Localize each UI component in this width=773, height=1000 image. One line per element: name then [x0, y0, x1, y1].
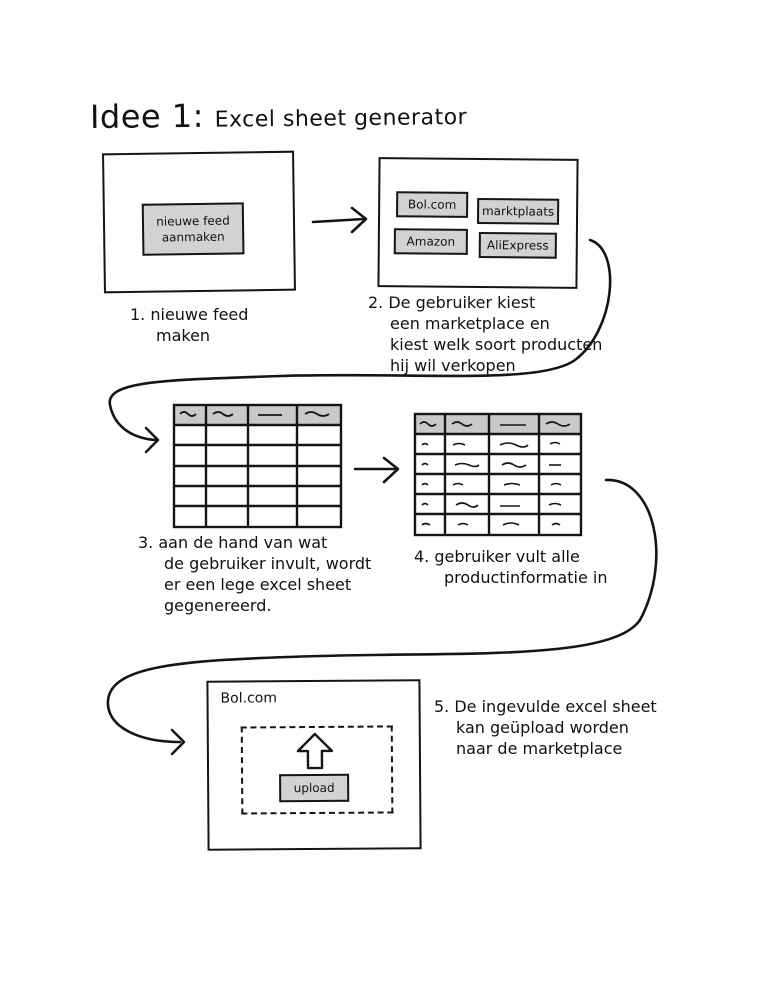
step4-caption-line2: productinformatie in: [444, 568, 608, 587]
arrowhead-step3-icon: [144, 426, 160, 454]
connector-step4-to-step5: [106, 478, 658, 744]
step2-caption: 2. De gebruiker kiest een marketplace en…: [368, 292, 602, 376]
step2-caption-line1: 2. De gebruiker kiest: [368, 293, 536, 312]
step5-screen: Bol.com upload: [206, 679, 422, 851]
empty-sheet: [172, 403, 343, 529]
step3-caption-line1: 3. aan de hand van wat: [138, 533, 328, 552]
step3-caption-line3: er een lege excel sheet: [164, 575, 352, 594]
connector-step2-to-step3: [108, 238, 612, 442]
step5-caption-line3: naar de marketplace: [456, 739, 623, 758]
step5-caption-line1: 5. De ingevulde excel sheet: [434, 697, 657, 716]
step5-caption: 5. De ingevulde excel sheet kan geüpload…: [434, 696, 657, 759]
step5-caption-line2: kan geüpload worden: [456, 718, 629, 737]
step2-caption-line4: hij wil verkopen: [390, 356, 516, 375]
step3-caption-line2: de gebruiker invult, wordt: [164, 554, 372, 573]
step1-caption-line1: 1. nieuwe feed: [130, 305, 249, 324]
arrowhead-step5-icon: [170, 728, 186, 756]
step1-caption-line2: maken: [156, 326, 211, 345]
step1-caption: 1. nieuwe feed maken: [130, 304, 248, 346]
step3-caption: 3. aan de hand van wat de gebruiker invu…: [138, 532, 371, 616]
filled-sheet: [413, 412, 583, 537]
step4-caption: 4. gebruiker vult alle productinformatie…: [414, 546, 607, 588]
upload-arrow-icon: [296, 732, 334, 770]
arrowhead-step4-icon: [382, 456, 400, 484]
step4-caption-line1: 4. gebruiker vult alle: [414, 547, 580, 566]
step3-caption-line4: gegenereerd.: [164, 596, 272, 615]
arrow-step1-to-step2: [311, 217, 366, 224]
step2-caption-line3: kiest welk soort producten: [390, 335, 603, 354]
arrowhead-step2-icon: [350, 206, 368, 234]
step2-caption-line2: een marketplace en: [390, 314, 550, 333]
